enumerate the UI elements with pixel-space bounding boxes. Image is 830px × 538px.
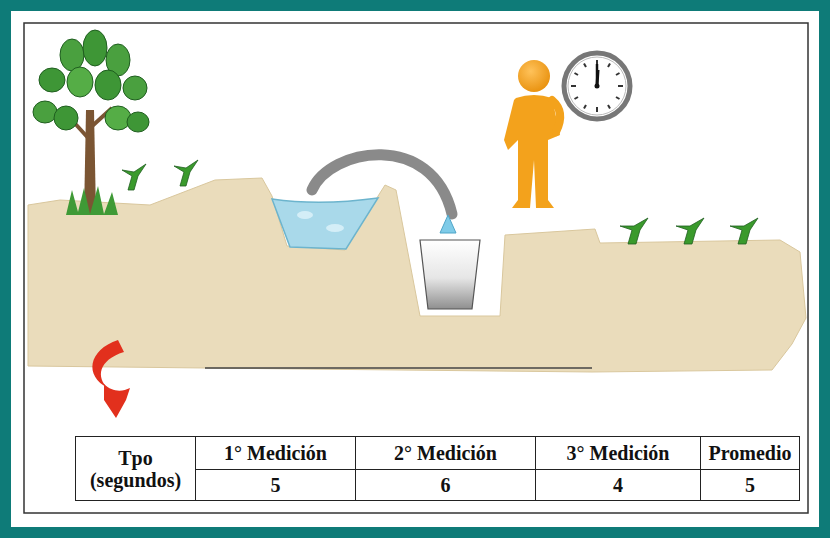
table-cell: 6 bbox=[355, 469, 536, 501]
table-cell: Promedio bbox=[700, 436, 800, 470]
curved-arrow bbox=[92, 340, 124, 388]
row-header: Tpo (segundos) bbox=[75, 436, 196, 501]
person bbox=[504, 60, 560, 208]
siphon-pipe bbox=[312, 155, 452, 214]
soil bbox=[28, 178, 806, 372]
water-ripple bbox=[326, 224, 344, 232]
table-cell: 2° Medición bbox=[355, 436, 536, 470]
inner-panel bbox=[11, 11, 819, 527]
clock bbox=[564, 53, 630, 119]
picture-border bbox=[24, 23, 808, 513]
table-cell: 5 bbox=[195, 469, 356, 501]
water-ripple bbox=[297, 211, 313, 219]
table-cell: 3° Medición bbox=[535, 436, 701, 470]
water-reservoir bbox=[272, 198, 378, 249]
bucket bbox=[420, 240, 480, 309]
seedlings bbox=[122, 160, 758, 244]
curved-arrow-head bbox=[104, 384, 130, 418]
water-drop bbox=[440, 215, 456, 233]
table-cell: 1° Medición bbox=[195, 436, 356, 470]
table-cell: 4 bbox=[535, 469, 701, 501]
table-cell: 5 bbox=[700, 469, 800, 501]
ground-line bbox=[205, 367, 592, 369]
tree bbox=[33, 30, 149, 215]
